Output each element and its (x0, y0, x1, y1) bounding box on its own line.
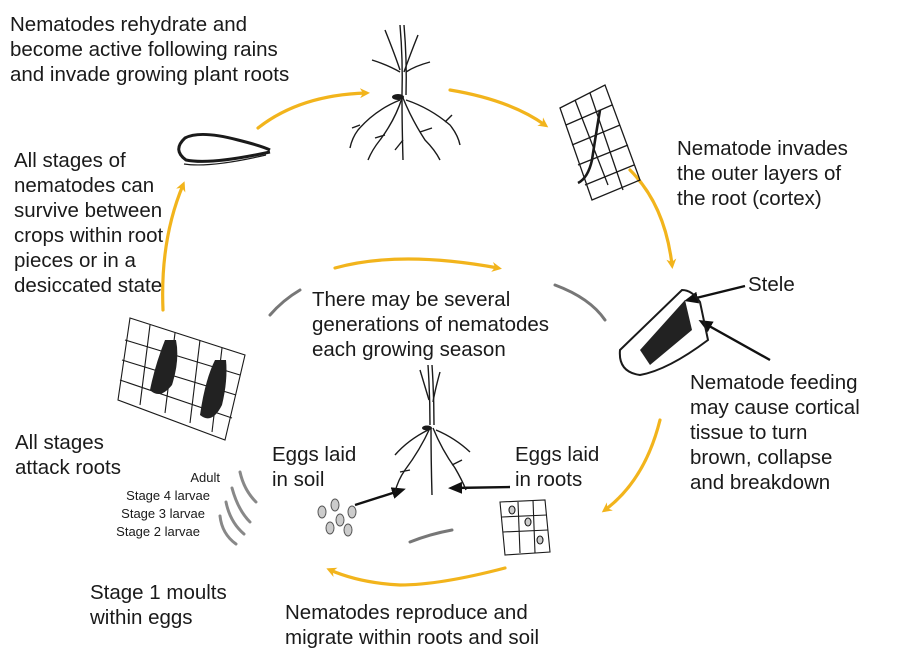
cortex-cells-illustration (560, 85, 640, 200)
label-stage4-larvae: Stage 4 larvae (90, 488, 210, 503)
label-generations: There may be several generations of nema… (312, 287, 549, 362)
label-eggs-roots: Eggs laid in roots (515, 442, 599, 492)
cycle-arrow-survive (163, 185, 183, 310)
label-stage3-larvae: Stage 3 larvae (85, 506, 205, 521)
pointer-arrow-eggs-roots (452, 487, 510, 488)
label-stage-adult: Adult (140, 470, 220, 485)
cycle-arrow-to-cortex (450, 90, 545, 125)
eggs-in-soil-illustration (318, 499, 356, 536)
plant-bottom-illustration (395, 365, 470, 495)
cycle-arrow-to-eggs-roots (605, 420, 660, 510)
cycle-arrow-to-stage1 (330, 568, 505, 585)
label-rehydrate: Nematodes rehydrate and become active fo… (10, 12, 289, 87)
nematode-bottom-illustration (410, 530, 452, 542)
label-attack-roots: All stages attack roots (15, 430, 121, 480)
root-stele-illustration (620, 290, 708, 375)
cycle-arrow-to-stele (630, 170, 672, 265)
cycle-arrow-to-plant (258, 93, 366, 128)
eggs-in-roots-illustration (500, 500, 550, 555)
label-survive: All stages of nematodes can survive betw… (14, 148, 163, 298)
nematode-middle-right (555, 285, 605, 320)
pointer-arrow-feeding (702, 322, 770, 360)
nematode-middle-left (270, 290, 300, 315)
label-invades-cortex: Nematode invades the outer layers of the… (677, 136, 848, 211)
label-stage2-larvae: Stage 2 larvae (80, 524, 200, 539)
label-stele: Stele (748, 272, 795, 297)
label-eggs-soil: Eggs laid in soil (272, 442, 356, 492)
label-reproduce: Nematodes reproduce and migrate within r… (285, 600, 539, 650)
pointer-arrow-eggs-soil (355, 490, 402, 505)
cycle-arrow-generations (335, 259, 498, 268)
label-stage1-moults: Stage 1 moults within eggs (90, 580, 227, 630)
larval-stages-illustration (220, 472, 256, 544)
label-feeding-damage: Nematode feeding may cause cortical tiss… (690, 370, 860, 495)
